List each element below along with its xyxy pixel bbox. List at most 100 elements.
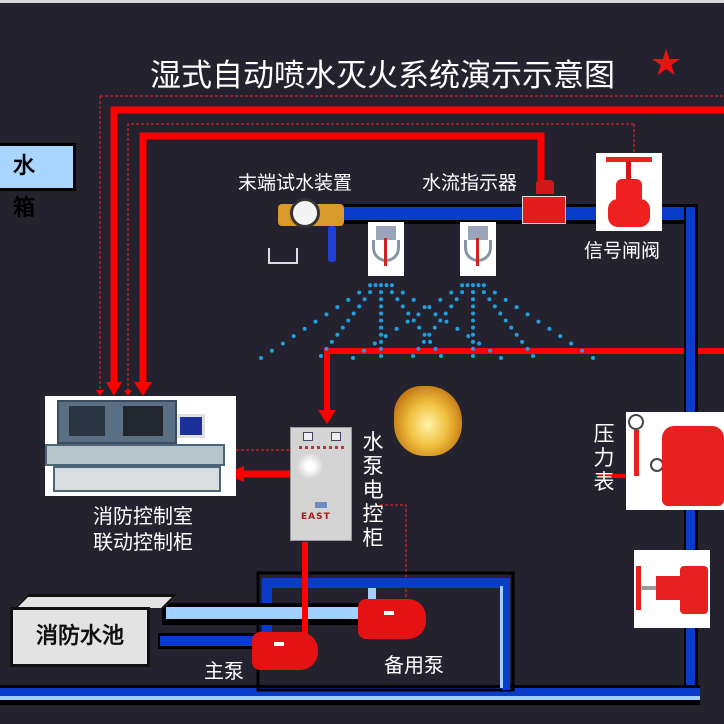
spray-dot — [368, 290, 373, 295]
spray-dot — [379, 297, 383, 302]
spray-dot — [536, 319, 541, 324]
spray-dot — [471, 346, 475, 351]
control-room-label-line1: 消防控制室 — [93, 504, 193, 528]
spray-dot — [411, 354, 415, 358]
spray-dot — [416, 346, 421, 351]
drain-icon — [268, 248, 298, 264]
spray-dot — [488, 348, 493, 353]
spray-dot — [432, 325, 437, 330]
spray-dot — [427, 305, 432, 310]
spray-dot — [395, 297, 400, 302]
pump-control-cabinet[interactable]: EAST — [290, 427, 352, 541]
spray-dot — [471, 354, 475, 358]
signal-gate-valve[interactable] — [596, 153, 662, 231]
alarm-valve-with-pressure-gauge[interactable] — [626, 412, 724, 510]
spray-dot — [547, 326, 552, 331]
spray-dot — [427, 332, 432, 337]
spray-dot — [379, 283, 383, 288]
spray-dot — [324, 312, 329, 317]
spray-dot — [471, 283, 475, 288]
spray-dot — [259, 356, 263, 360]
spray-dot — [357, 304, 362, 309]
valve-handle-icon — [328, 226, 336, 262]
spray-dot — [335, 332, 340, 337]
spray-dot — [280, 341, 285, 346]
spray-dot — [498, 311, 503, 316]
water-tank-label: 水 箱 — [0, 143, 76, 221]
spray-dot — [514, 305, 519, 310]
spray-dot — [368, 283, 373, 288]
spray-dot — [558, 334, 563, 339]
end-test-device-label: 末端试水装置 — [238, 172, 353, 194]
spray-dot — [443, 311, 448, 316]
spray-dot — [471, 332, 475, 337]
spray-dot — [487, 297, 492, 302]
spray-dot — [379, 304, 383, 309]
spray-dot — [422, 305, 427, 310]
spray-dot — [329, 339, 334, 344]
spray-dot — [400, 290, 405, 295]
spray-dot — [525, 312, 530, 317]
end-test-device[interactable] — [268, 198, 346, 270]
spray-dot — [340, 325, 345, 330]
spray-dot — [324, 346, 329, 351]
spray-dot — [503, 297, 508, 302]
spray-dot — [525, 346, 530, 351]
spray-dot — [580, 348, 585, 353]
spray-dot — [389, 290, 394, 295]
spray-dot — [460, 290, 465, 295]
spray-dot — [379, 290, 383, 295]
spray-dot — [499, 356, 503, 360]
spray-dot — [428, 339, 433, 344]
spray-dot — [492, 290, 497, 295]
spray-dot — [433, 346, 438, 351]
water-pipe-pump-discharge — [262, 578, 510, 588]
control-room-label-line2: 联动控制柜 — [93, 530, 193, 554]
flow-indicator[interactable] — [522, 180, 566, 228]
spray-dot — [421, 339, 426, 344]
spray-dot — [460, 283, 465, 288]
spray-dot — [379, 332, 383, 337]
spray-dot — [416, 312, 421, 317]
spray-dot — [471, 311, 475, 316]
spray-dot — [379, 325, 383, 330]
spray-dot — [466, 334, 471, 339]
spray-dot — [379, 339, 383, 344]
fire-control-console[interactable] — [45, 396, 236, 496]
signal-gate-valve-label: 信号闸阀 — [584, 240, 661, 262]
dashed-signal-line — [127, 123, 634, 392]
spray-dot — [454, 297, 459, 302]
flow-indicator-label: 水流指示器 — [422, 172, 518, 194]
gauge-icon — [290, 198, 320, 228]
spray-dot — [373, 283, 378, 288]
spray-dot — [372, 341, 377, 346]
spray-dot — [422, 332, 427, 337]
spray-dot — [379, 311, 383, 316]
spray-dot — [492, 304, 497, 309]
spray-dot — [471, 325, 475, 330]
arrow-down-icon — [134, 382, 152, 396]
main-pump[interactable] — [252, 630, 318, 672]
spray-dot — [335, 305, 340, 310]
spray-dot — [394, 326, 399, 331]
spray-dot — [361, 348, 366, 353]
signal-line-flow — [139, 132, 545, 385]
spray-dot — [346, 318, 351, 323]
spray-dot — [514, 332, 519, 337]
spray-dot — [405, 319, 410, 324]
spray-dot — [591, 356, 595, 360]
standby-pump[interactable] — [358, 597, 426, 641]
gauge-icon — [628, 414, 644, 430]
spray-dot — [509, 325, 514, 330]
spray-dot — [291, 334, 296, 339]
spray-dot — [411, 297, 416, 302]
suction-pipe-standby — [166, 607, 360, 619]
spray-dot — [520, 339, 525, 344]
sprinkler-head-2[interactable] — [460, 222, 496, 276]
spray-dot — [379, 318, 383, 323]
lower-gate-valve[interactable] — [634, 550, 710, 628]
spray-dot — [346, 297, 351, 302]
sprinkler-head-1[interactable] — [368, 222, 404, 276]
spray-dot — [351, 356, 355, 360]
arrow-down-icon — [96, 390, 104, 396]
